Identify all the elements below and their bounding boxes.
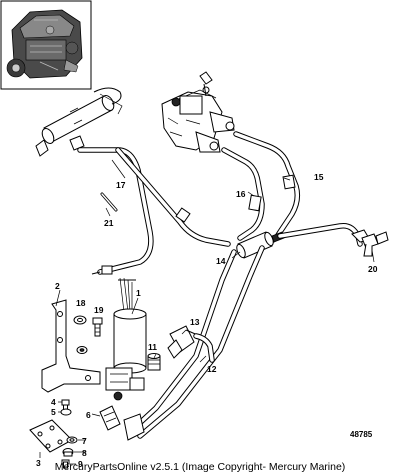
callout-13: 13 bbox=[190, 317, 200, 327]
callout-14: 14 bbox=[216, 256, 226, 266]
grommet-10 bbox=[76, 346, 88, 354]
callout-18: 18 bbox=[76, 298, 86, 308]
callout-21: 21 bbox=[104, 218, 114, 228]
callout-15: 15 bbox=[314, 172, 324, 182]
fitting-11 bbox=[147, 353, 161, 371]
bolt-19 bbox=[92, 317, 103, 337]
callout-7: 7 bbox=[82, 436, 87, 446]
fitting-6 bbox=[99, 405, 121, 431]
callout-20: 20 bbox=[368, 264, 378, 274]
washer-5 bbox=[60, 408, 72, 416]
fuel-line-15 bbox=[277, 222, 371, 247]
elbow-fitting-13 bbox=[167, 325, 215, 363]
callouts: 1 2 3 4 5 6 7 8 9 11 12 13 14 15 16 17 1… bbox=[36, 172, 378, 469]
callout-9: 9 bbox=[78, 459, 83, 469]
engine-illustration bbox=[6, 9, 83, 79]
figure-part-number: 48785 bbox=[350, 430, 373, 439]
callout-17: 17 bbox=[116, 180, 126, 190]
callout-1: 1 bbox=[136, 288, 141, 298]
leader-lines bbox=[39, 159, 375, 465]
fuel-line-17 bbox=[77, 147, 154, 275]
callout-19: 19 bbox=[94, 305, 104, 315]
fuel-cooler bbox=[35, 87, 123, 157]
tee-fitting-20 bbox=[361, 231, 389, 257]
callout-4: 4 bbox=[51, 397, 56, 407]
mounting-bracket-2 bbox=[41, 299, 101, 393]
copyright-footer: MercuryPartsOnline v2.5.1 (Image Copyrig… bbox=[54, 461, 346, 473]
washer-7 bbox=[66, 436, 78, 444]
nut-8 bbox=[62, 448, 74, 457]
washer-18 bbox=[73, 315, 87, 325]
pin-21 bbox=[100, 192, 118, 212]
callout-12: 12 bbox=[207, 364, 217, 374]
engine-thumbnail bbox=[0, 0, 92, 90]
fuel-line-12 bbox=[123, 245, 265, 441]
fuel-pump-assembly bbox=[161, 71, 235, 153]
callout-11: 11 bbox=[148, 342, 157, 352]
bolt-9 bbox=[61, 459, 70, 469]
electric-fuel-pump-1 bbox=[105, 277, 147, 401]
callout-8: 8 bbox=[82, 448, 87, 458]
mounting-plate-3 bbox=[29, 419, 73, 453]
callout-5: 5 bbox=[51, 407, 56, 417]
callout-2: 2 bbox=[55, 281, 60, 291]
callout-6: 6 bbox=[86, 410, 91, 420]
callout-3: 3 bbox=[36, 458, 41, 468]
callout-16: 16 bbox=[236, 189, 246, 199]
